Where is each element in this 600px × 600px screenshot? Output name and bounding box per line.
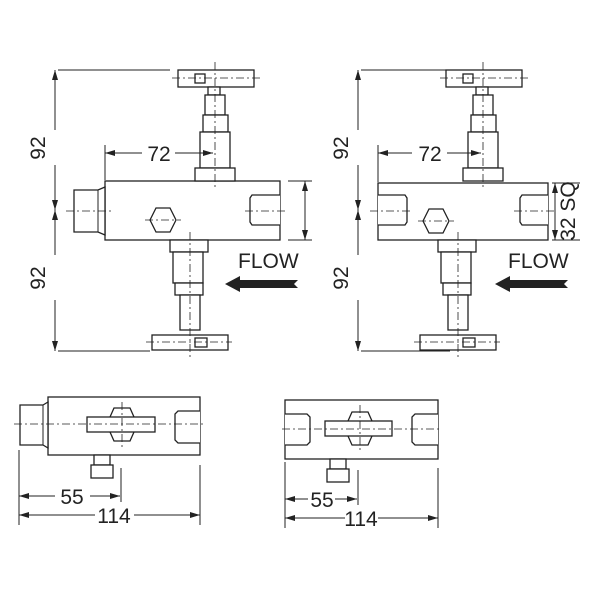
length-dim: 114 (97, 505, 131, 528)
center-dim: 55 (310, 489, 333, 512)
plan-view-right: 55 114 (282, 399, 441, 531)
height-dim-top: 92 (330, 136, 353, 159)
flow-label: FLOW (238, 250, 299, 273)
flow-arrow-icon (225, 276, 298, 292)
height-dim-bottom: 92 (330, 266, 353, 289)
plan-view-left: 55 114 (14, 396, 204, 528)
front-view-left: 92 92 72 FLOW (27, 61, 312, 359)
center-dim: 55 (60, 486, 83, 509)
height-dim-bottom: 92 (27, 266, 50, 289)
height-dim-top: 92 (27, 136, 50, 159)
length-dim: 114 (344, 508, 378, 531)
body-size-dim: 32 SQ (557, 181, 580, 241)
offset-dim: 72 (147, 143, 170, 166)
front-view-right: 92 92 72 32 SQ FLOW (330, 61, 580, 359)
offset-dim: 72 (418, 143, 441, 166)
flow-arrow-icon (495, 276, 568, 292)
flow-label: FLOW (508, 250, 569, 273)
